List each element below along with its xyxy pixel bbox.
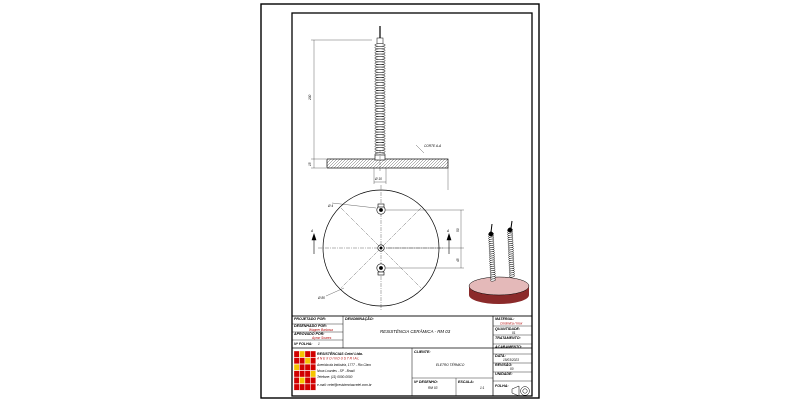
- revisao-label: REVISÃO:: [495, 362, 513, 367]
- plan-view: Ø 4 50 45 Ø 80 A A: [310, 185, 464, 311]
- company-sub: A N E X O I N D U S T R I A L: [316, 357, 359, 361]
- unidade-label: UNIDADE:: [495, 372, 513, 376]
- aprovado-label: APROVADO POR:: [293, 332, 325, 336]
- ndesenho-label: Nº DESENHO:: [414, 380, 439, 384]
- base-plate-section: [326, 158, 449, 169]
- company-city: Nova Lourdes - SP - Brasil: [317, 369, 355, 373]
- aprovado-value: Ayron Soares: [311, 336, 332, 340]
- denominacao-label: DENOMINAÇÃO:: [345, 316, 375, 321]
- desenhado-label: DESENHADO POR:: [294, 324, 328, 328]
- dim-spacing-1-label: 50: [456, 228, 460, 232]
- escala-label: ESCALA:: [458, 380, 475, 384]
- isometric-view: [468, 220, 530, 304]
- revisao-value: 00: [510, 367, 514, 371]
- section-cut-label: CORTE A-A: [424, 144, 441, 148]
- cliente-value: ELETRO TÉRMICO: [436, 362, 465, 367]
- dim-disk-label: Ø 80: [317, 296, 325, 300]
- denominacao-value: RESISTÊNCIA CERÂMICA - RM 03: [380, 329, 451, 334]
- dimension-lines: [311, 39, 449, 190]
- company-name: RESISTÊNCIAS Cetel Ltda.: [317, 351, 363, 356]
- dim-hole-label: Ø 4: [327, 204, 333, 208]
- nfolha-value: 1: [318, 342, 320, 346]
- mount-holes: [376, 203, 386, 276]
- section-mark-right: A: [446, 229, 449, 233]
- dim-stud-label: Ø 10: [374, 177, 382, 181]
- material-value: Cerâmica / Inox: [500, 322, 523, 326]
- quant-label: QUANTIDADE:: [495, 327, 521, 331]
- escala-value: 1:1: [480, 386, 485, 390]
- dim-height-label: 200: [308, 94, 312, 101]
- data-value: 15/03/2023: [503, 358, 519, 362]
- section-view: 200 15 Ø 10 CORTE A-A: [308, 26, 449, 190]
- section-mark-left: A: [310, 229, 313, 233]
- title-block: [291, 315, 533, 397]
- dim-spacing-2-label: 45: [456, 258, 460, 262]
- acabamento-label: ACABAMENTO:: [494, 345, 523, 349]
- cliente-label: CLIENTE:: [414, 350, 431, 354]
- company-phone: Telefone: (11) 0000-0000: [317, 375, 353, 379]
- material-label: MATERIAL:: [495, 317, 515, 321]
- desenhado-value: Wagner Barbosa: [309, 328, 333, 332]
- nfolha-label: Nº FOLHA:: [294, 342, 313, 346]
- helical-heating-element: [374, 26, 386, 156]
- projection-symbol-icon: [511, 385, 530, 397]
- folha-label: FOLHA:: [495, 384, 509, 388]
- dim-base-label: 15: [308, 162, 312, 166]
- projetado-label: PROJETADO POR:: [294, 317, 327, 321]
- iso-helical-elements: [488, 220, 515, 282]
- company-address: Avenida da Indústria, 1777 - Rio Claro: [316, 363, 371, 367]
- company-logo-icon: [293, 350, 316, 391]
- company-email: e-mail: cetel@resistenciascetel.com.br: [317, 383, 373, 387]
- quant-value: 01: [512, 331, 516, 335]
- data-label: DATA:: [495, 354, 506, 358]
- iso-base-top: [468, 276, 530, 296]
- tratamento-label: TRATAMENTO:: [495, 336, 522, 340]
- base-hatching: [326, 158, 449, 169]
- section-arrows: [311, 233, 452, 254]
- ndesenho-value: RM 03: [428, 386, 438, 390]
